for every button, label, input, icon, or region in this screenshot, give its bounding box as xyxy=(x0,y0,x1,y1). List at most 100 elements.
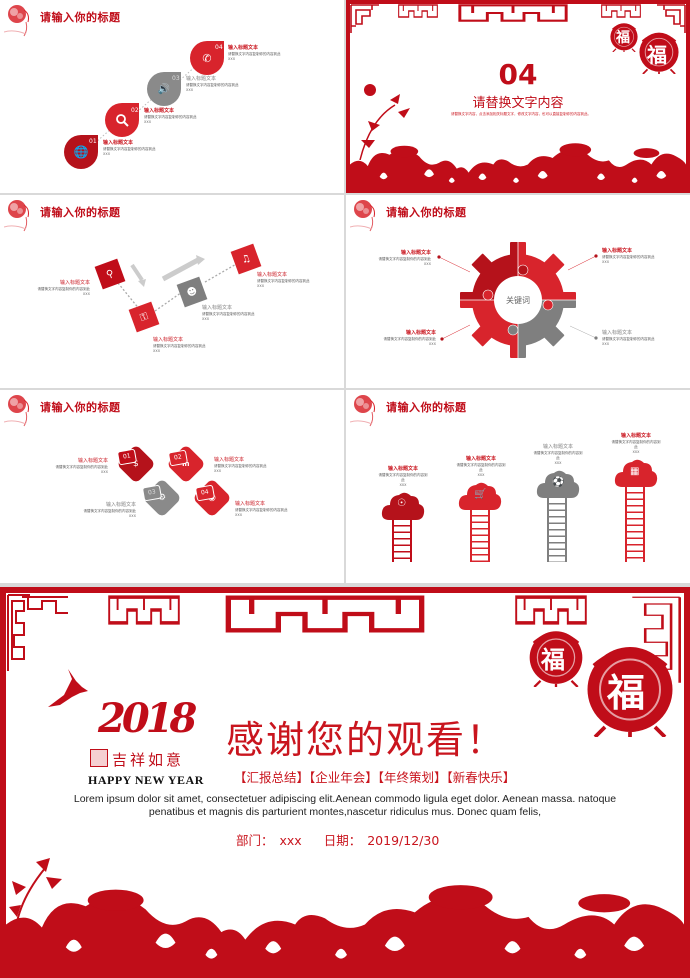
item-dots: xxx xyxy=(399,482,407,487)
step-01-text: 输入标题文本 请替换文字内容复制你的内容到此 xxx xyxy=(103,140,156,156)
item-dots: xxx xyxy=(428,341,436,346)
item-text: 输入标题文本 请替换文字内容复制你的内容到 此 xxx xyxy=(523,444,593,465)
swallow-bird-icon xyxy=(48,669,88,707)
slide-title: 请输入你的标题 xyxy=(40,206,121,219)
item-desc: 请替换文字内容复制你的内容到此 xyxy=(602,255,655,259)
item-desc: 请替换文字内容复制你的内容到此 xyxy=(55,465,109,469)
slide-2-section-divider[interactable]: 福 福 04 请替换文字内容 请替换文字内容，点击添加相关标题文字，修改文字内容… xyxy=(346,0,690,193)
step-title: 输入标题文本 xyxy=(186,76,217,82)
keyword-label: 关键词 xyxy=(506,296,530,305)
paper-cut-flower-icon xyxy=(350,392,378,428)
fu-lantern-large: 福 xyxy=(636,28,682,74)
item-title: 输入标题文本 xyxy=(405,330,436,336)
step-03-drop: 🔊 xyxy=(147,72,181,106)
lattice-corner-icon xyxy=(22,596,68,614)
item-desc: 请替换文字内容复制你的内容到此 xyxy=(83,509,137,513)
step-dots: xxx xyxy=(103,151,111,156)
item-desc: 请替换文字内容复制你的内容到 xyxy=(456,463,506,467)
item-title: 输入标题文本 xyxy=(257,272,288,278)
item-text: 输入标题文本 请替换文字内容复制你的内容到此 xxx xyxy=(202,305,255,321)
lattice-border-icon xyxy=(398,4,438,18)
date-label: 日期： xyxy=(323,833,362,848)
item-text: 输入标题文本 请替换文字内容复制你的内容到此 xxx xyxy=(35,280,91,296)
section-number: 04 xyxy=(498,58,538,91)
item-text: 输入标题文本 请替换文字内容复制你的内容到此 xxx xyxy=(153,337,206,353)
fu-lantern-large: 福 xyxy=(580,637,680,737)
step-02-drop xyxy=(105,103,139,137)
item-desc: 请替换文字内容复制你的内容到 xyxy=(378,473,428,477)
step-03-text: 输入标题文本 请替换文字内容复制你的内容到此 xxx xyxy=(186,76,239,92)
blessing-text: 吉祥如意 xyxy=(112,751,185,769)
step-desc: 请替换文字内容复制你的内容到此 xyxy=(186,83,239,87)
fu-character: 福 xyxy=(616,30,630,46)
item-text: 输入标题文本 请替换文字内容复制你的内容到 此 xxx xyxy=(368,466,438,487)
item-text: 输入标题文本 请替换文字内容复制你的内容到此 xxx xyxy=(257,272,310,288)
item-desc: 请替换文字内容复制你的内容到此 xyxy=(378,257,432,261)
ladder xyxy=(547,498,567,562)
fu-lantern-small: 福 xyxy=(525,625,587,687)
slide-title: 请输入你的标题 xyxy=(40,401,121,414)
peony-branch-icon xyxy=(359,84,410,160)
speaker-icon: 🔊 xyxy=(157,83,171,95)
slide-6-cloud-ladders[interactable]: 请输入你的标题 输入标题文本 请替换文字内容复制你的内容到 此 xxx ☉ 输入… xyxy=(346,390,690,583)
item-desc: 请替换文字内容复制你的内容到 xyxy=(611,440,661,444)
item-title: 输入标题文本 xyxy=(235,501,266,507)
item-title: 输入标题文本 xyxy=(387,466,418,472)
item-desc: 请替换文字内容复制你的内容到此 xyxy=(202,312,255,316)
fu-character: 福 xyxy=(647,43,667,67)
red-border-frame xyxy=(346,0,690,193)
cart-icon: 🛒 xyxy=(474,489,487,500)
item-desc: 此 xyxy=(556,456,560,460)
item-title: 输入标题文本 xyxy=(620,433,651,439)
item-text: 输入标题文本 请替换文字内容复制你的内容到此 xxx xyxy=(376,250,432,266)
slide-1-step-drops[interactable]: 请输入你的标题 🌐 01 输入标题文本 请替换文字内容复制你的内容到此 xxx … xyxy=(0,0,344,193)
item-dots: xxx xyxy=(153,348,161,353)
step-desc: 请替换文字内容复制你的内容到此 xyxy=(228,52,281,56)
slide-title: 请输入你的标题 xyxy=(386,206,467,219)
lattice-border-icon xyxy=(601,4,641,18)
slide-3-diamond-path[interactable]: 请输入你的标题 ⚲ ⚿ ☻ ♫ 输入标题文本 请替换文字内容复制你的内容到此 x… xyxy=(0,195,344,388)
item-title: 输入标题文本 xyxy=(542,444,573,450)
step-02-text: 输入标题文本 请替换文字内容复制你的内容到此 xxx xyxy=(144,108,197,124)
item-dots: xxx xyxy=(257,283,265,288)
slide-7-thank-you[interactable]: 福 福 2018 吉祥如意 HAPPY NEW YEAR 感谢您的观看！ 【汇报… xyxy=(0,587,690,978)
fu-character: 福 xyxy=(607,670,646,715)
globe-icon: 🌐 xyxy=(73,145,89,159)
item-text: 输入标题文本 请替换文字内容复制你的内容到此 xxx xyxy=(235,501,288,517)
item-text: 输入标题文本 请替换文字内容复制你的内容到此 xxx xyxy=(381,330,437,346)
slide-4-gear-puzzle[interactable]: 请输入你的标题 xyxy=(346,195,690,388)
step-dots: xxx xyxy=(228,56,236,61)
item-dots: xxx xyxy=(214,468,222,473)
step-01-drop: 🌐 xyxy=(64,135,98,169)
slide-title: 请输入你的标题 xyxy=(40,11,121,24)
lattice-corner-icon xyxy=(7,594,30,671)
item-dots: xxx xyxy=(202,316,210,321)
phone-icon: ✆ xyxy=(202,51,212,65)
item-desc: 请替换文字内容复制你的内容到 xyxy=(533,451,583,455)
slide-5-rounded-diamonds[interactable]: 请输入你的标题 $ in ⚙ ◉ 01 02 03 04 输入标题文本 请替换文… xyxy=(0,390,344,583)
item-title: 输入标题文本 xyxy=(465,456,496,462)
item-title: 输入标题文本 xyxy=(202,305,233,311)
item-desc: 请替换文字内容复制你的内容到此 xyxy=(257,279,310,283)
slide-title: 请输入你的标题 xyxy=(386,401,467,414)
step-number: 01 xyxy=(89,138,97,145)
arrow-icon xyxy=(196,255,205,265)
lattice-border-icon xyxy=(458,4,568,22)
thank-you-title: 感谢您的观看！ xyxy=(226,718,507,762)
item-desc: 请替换文字内容复制你的内容到此 xyxy=(37,287,91,291)
lorem-paragraph: Lorem ipsum dolor sit amet, consectetuer… xyxy=(60,793,630,819)
item-title: 输入标题文本 xyxy=(602,248,633,254)
item-text: 输入标题文本 请替换文字内容复制你的内容到 此 xxx xyxy=(601,433,671,454)
step-title: 输入标题文本 xyxy=(103,140,134,146)
lotus-paper-cut-border xyxy=(350,140,686,189)
ladder xyxy=(470,510,490,562)
step-title: 输入标题文本 xyxy=(144,108,175,114)
item-desc: 请替换文字内容复制你的内容到此 xyxy=(235,508,288,512)
item-dots: xxx xyxy=(602,259,610,264)
item-text: 输入标题文本 请替换文字内容复制你的内容到 此 xxx xyxy=(446,456,516,477)
item-dots: xxx xyxy=(82,291,90,296)
item-title: 输入标题文本 xyxy=(59,280,90,286)
lorem-line: penatibus et magnis dis parturient monte… xyxy=(148,806,542,818)
step-number: 02 xyxy=(131,107,139,114)
